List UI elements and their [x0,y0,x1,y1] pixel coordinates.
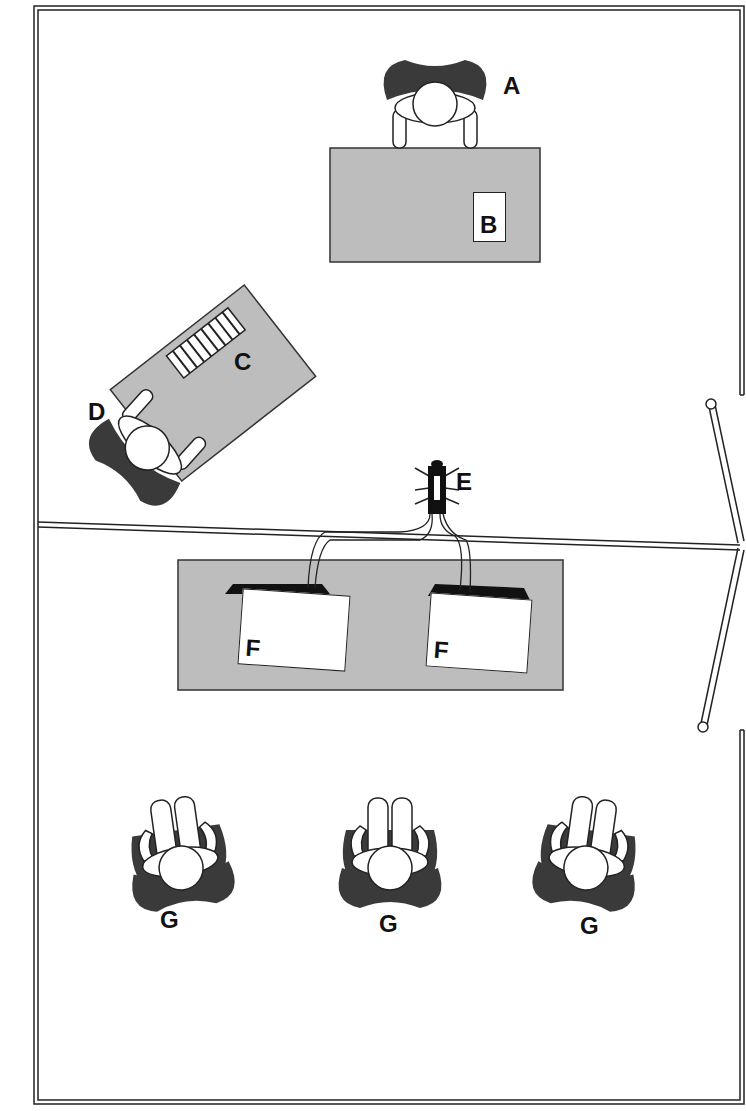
callout-letter: F [245,636,261,661]
callout-letter: D [88,400,105,424]
callout-letter: F [433,638,449,663]
monitor-screen: F [237,588,350,671]
callout-letter: E [456,470,472,494]
callout-letter: G [580,914,599,938]
monitor-screen: F [426,593,533,674]
callout-letter: C [234,350,251,374]
device-box: B [473,192,506,242]
callout-letter: A [503,74,520,98]
callout-letter: G [379,912,398,936]
callout-letter: G [160,908,179,932]
callout-letter: B [480,213,497,237]
